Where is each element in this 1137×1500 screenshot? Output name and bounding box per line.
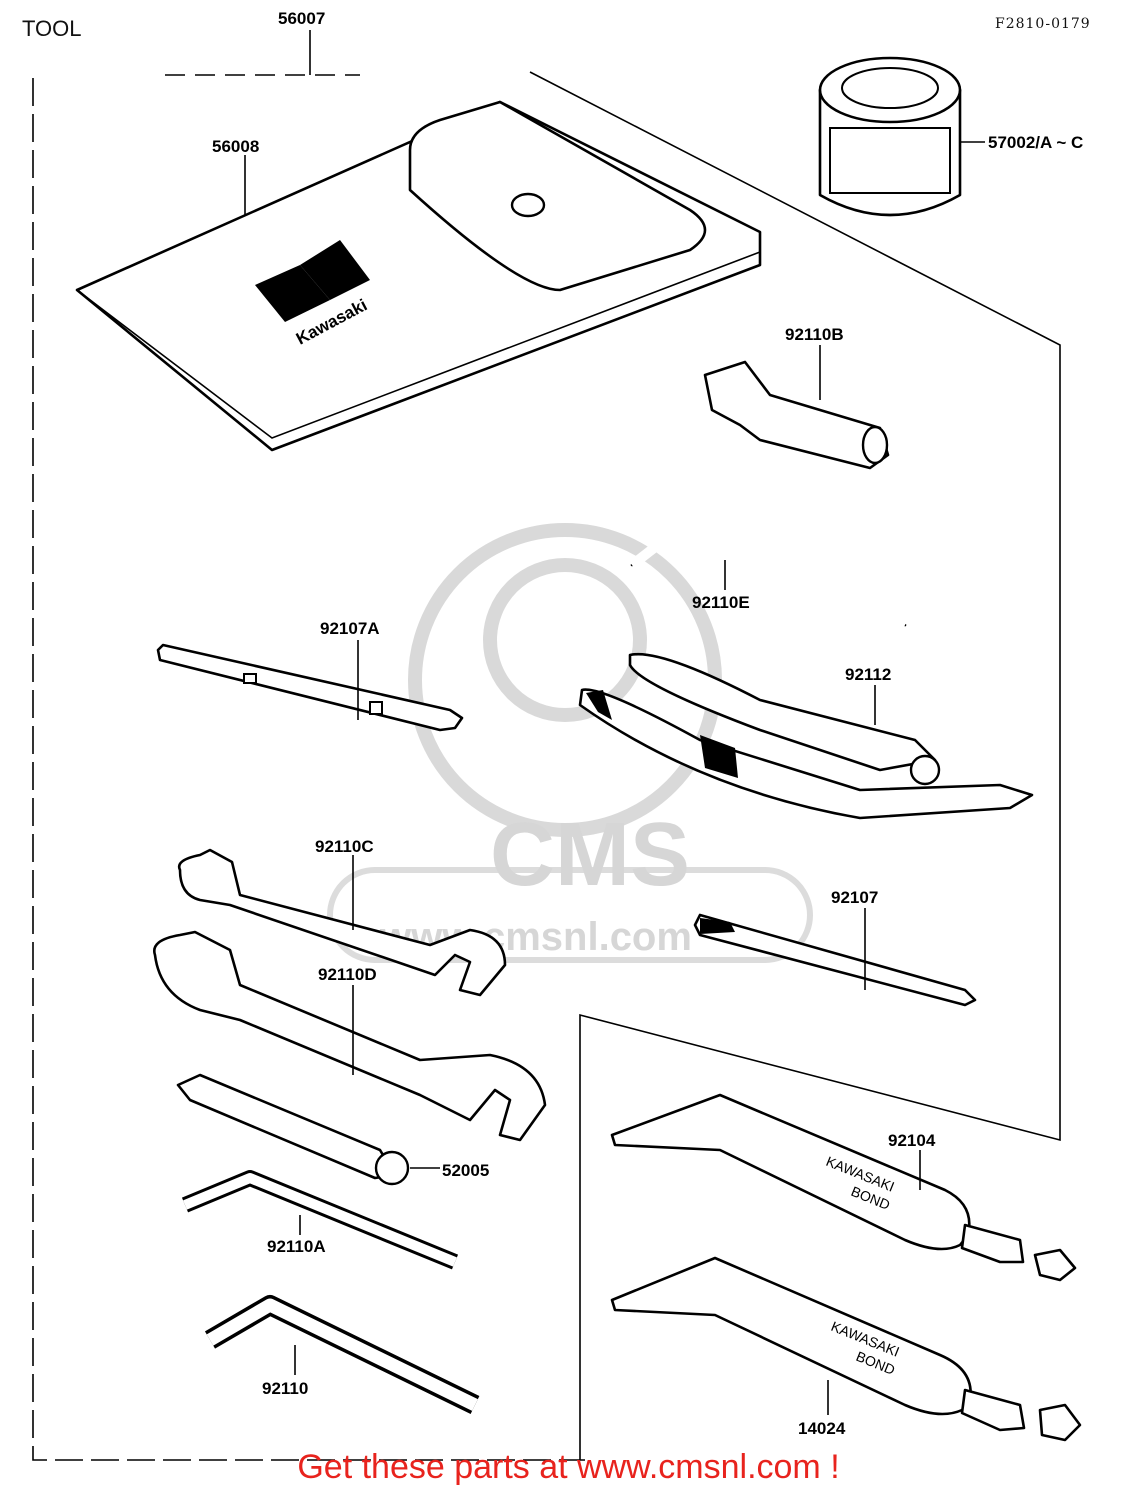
screwdriver-92107: [693, 913, 977, 1007]
bond-tube-14024: KAWASAKI BOND: [610, 1256, 1082, 1442]
leader-lines: [244, 30, 985, 1415]
plug-wrench-92110b: [703, 360, 890, 470]
hex-key-92110a: [181, 1170, 459, 1270]
tool-bag: Kawasaki: [75, 100, 762, 452]
part-label-92112: 92112: [845, 665, 891, 684]
part-label-92104: 92104: [888, 1131, 936, 1150]
part-label-92110a: 92110A: [267, 1237, 326, 1256]
part-label-92110c: 92110C: [315, 837, 374, 856]
pliers-92112: [578, 652, 1034, 820]
part-label-52005: 52005: [442, 1161, 489, 1180]
part-label-92107a: 92107A: [320, 619, 380, 638]
diagram-title: TOOL: [22, 16, 82, 41]
bond-tube-92104: KAWASAKI BOND: [610, 1093, 1077, 1282]
part-label-92110d: 92110D: [318, 965, 377, 984]
footer-link[interactable]: Get these parts at www.cmsnl.com !: [297, 1448, 840, 1486]
part-labels: 56007 56008 57002/A ~ C 92110B 92110E 92…: [212, 9, 1083, 1438]
part-label-92110e: 92110E: [692, 593, 750, 612]
part-label-92110b: 92110B: [785, 325, 844, 344]
handle-52005: [176, 1073, 410, 1186]
kit-boundary: [32, 71, 1061, 1461]
part-label-56008: 56008: [212, 137, 259, 156]
part-label-92107: 92107: [831, 888, 878, 907]
screwdriver-92107a: [156, 643, 464, 732]
wrench-92110d: [153, 930, 547, 1142]
hex-key-92110e: [628, 515, 908, 630]
hex-key-92110: [204, 1295, 480, 1414]
part-label-92110: 92110: [262, 1379, 308, 1398]
watermark-brand: CMS: [490, 805, 690, 905]
part-label-14024: 14024: [798, 1419, 846, 1438]
part-label-56007: 56007: [278, 9, 325, 28]
grease-can: [818, 56, 962, 217]
wrench-92110c: [177, 848, 507, 997]
figure-code: F2810-0179: [995, 16, 1091, 32]
part-label-57002: 57002/A ~ C: [988, 133, 1083, 152]
